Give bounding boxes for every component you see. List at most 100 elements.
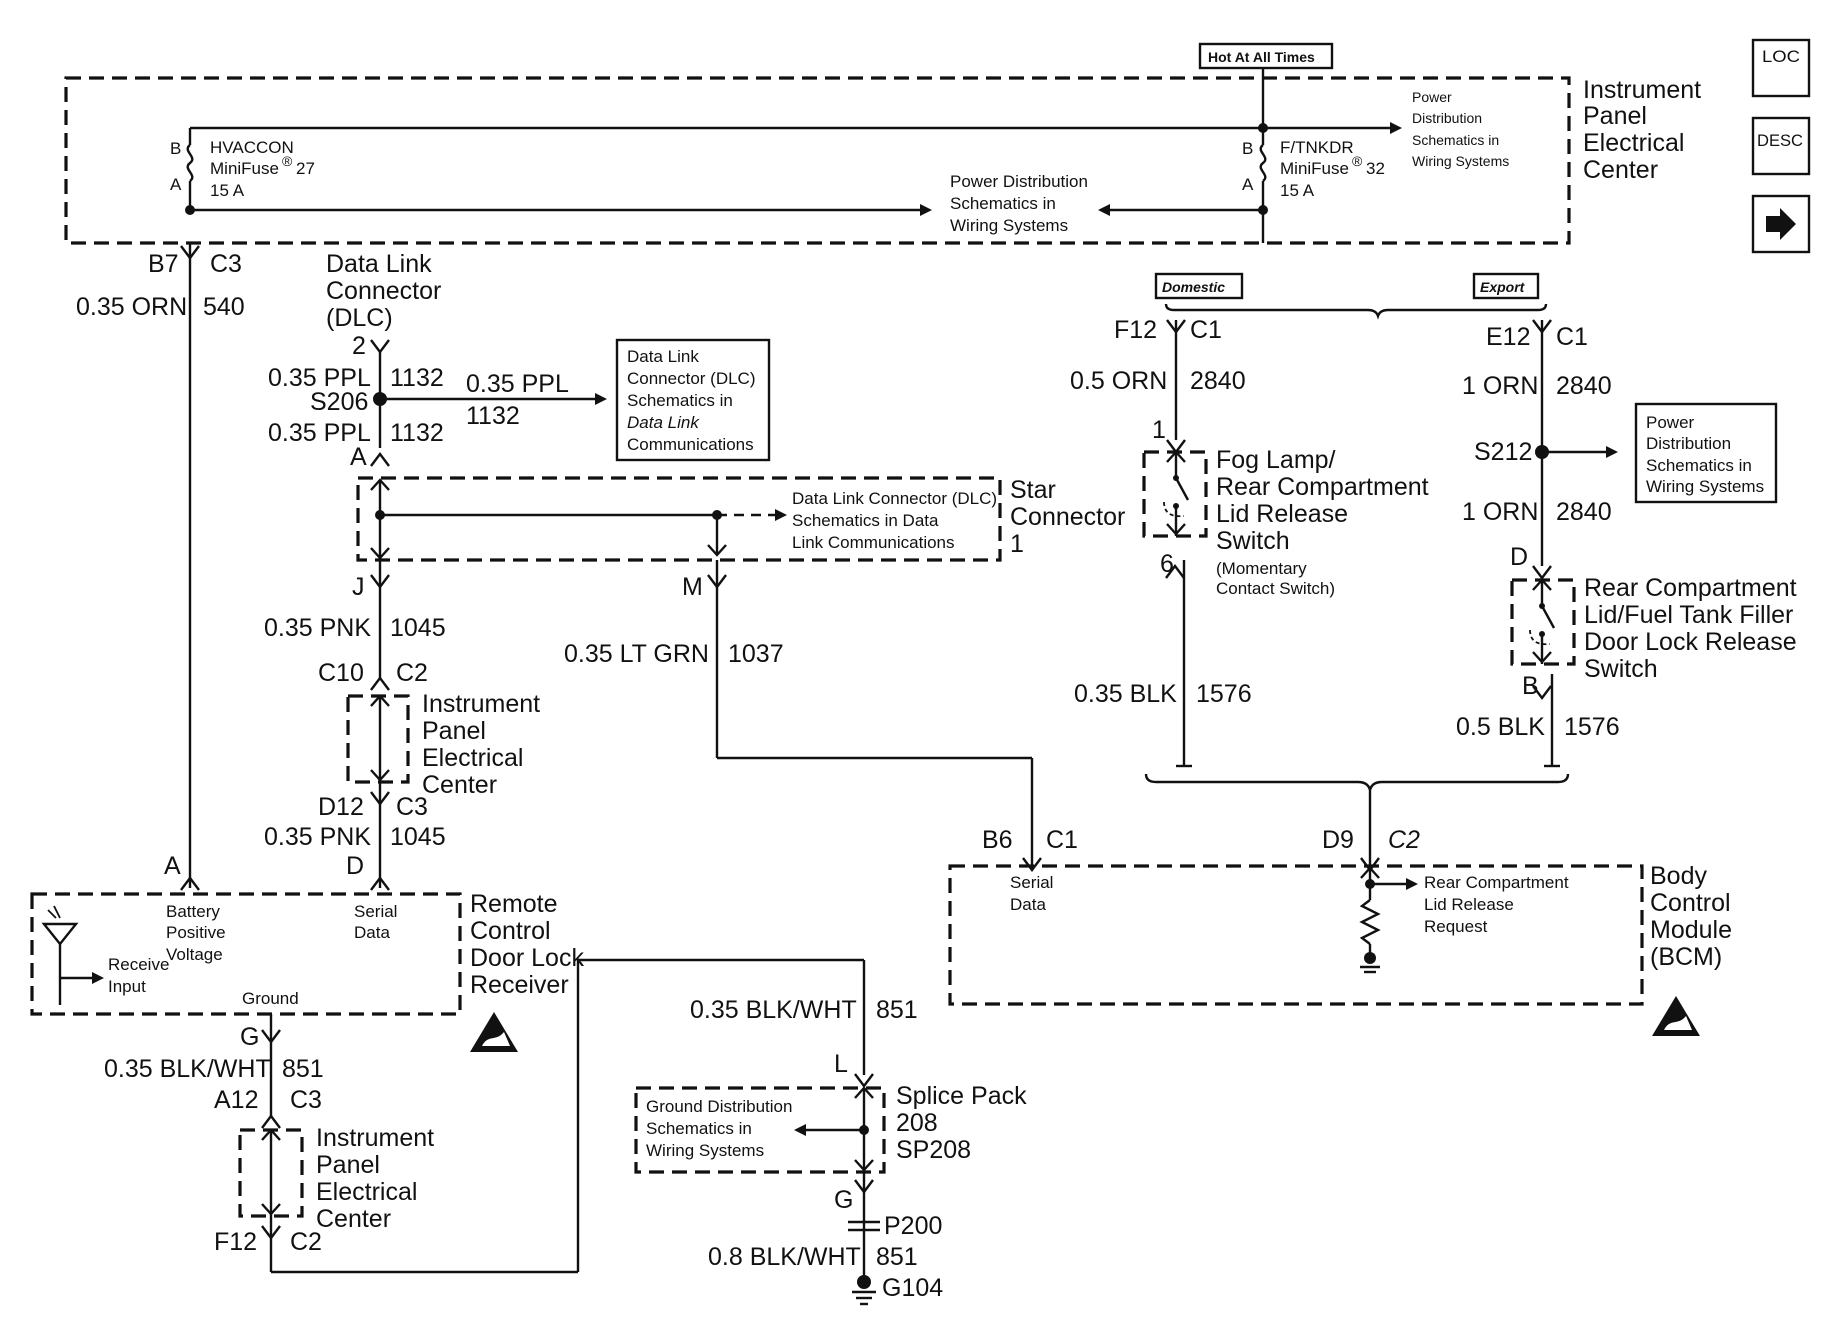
svg-text:32: 32 (1366, 159, 1385, 178)
svg-text:0.35 ORN: 0.35 ORN (76, 293, 187, 321)
svg-text:A: A (164, 852, 181, 880)
next-button[interactable] (1751, 194, 1811, 254)
svg-text:F12: F12 (214, 1228, 257, 1256)
desc-label: DESC (1757, 131, 1803, 150)
svg-text:Schematics in: Schematics in (646, 1119, 752, 1138)
svg-text:Center: Center (422, 771, 497, 799)
svg-text:15 A: 15 A (1280, 181, 1315, 200)
svg-text:Switch: Switch (1216, 527, 1290, 555)
export-box (1472, 272, 1540, 300)
svg-text:Control: Control (1650, 889, 1731, 917)
ipec-mid-title: Instrument Panel Electrical Center (422, 690, 540, 799)
dlc-title: Data Link Connector (DLC) (326, 250, 441, 332)
svg-text:1045: 1045 (390, 614, 446, 642)
svg-text:0.35 LT GRN: 0.35 LT GRN (564, 640, 709, 668)
svg-text:B: B (1522, 672, 1539, 700)
svg-text:Panel: Panel (422, 717, 486, 745)
svg-text:A12: A12 (214, 1086, 258, 1114)
svg-text:C3: C3 (396, 793, 428, 821)
loc-button[interactable]: LOC (1751, 38, 1811, 98)
svg-text:Power: Power (1412, 89, 1452, 105)
svg-text:Link Communications: Link Communications (792, 533, 955, 552)
receive-input-label: Receive Input (108, 955, 169, 996)
svg-text:Star: Star (1010, 476, 1056, 504)
svg-text:G: G (834, 1186, 853, 1214)
svg-text:B: B (1242, 139, 1253, 158)
svg-text:F12: F12 (1114, 316, 1157, 344)
desc-button[interactable]: DESC (1751, 116, 1811, 176)
svg-text:Input: Input (108, 977, 146, 996)
star-ref: Data Link Connector (DLC) Schematics in … (792, 489, 997, 552)
svg-text:L: L (834, 1050, 848, 1078)
pd-ref-top: Power Distribution Schematics in Wiring … (1412, 89, 1509, 169)
remote-receiver-box (30, 892, 462, 1016)
splice-pack-box (634, 1086, 886, 1174)
svg-text:Splice Pack: Splice Pack (896, 1082, 1027, 1110)
svg-text:Data Link: Data Link (627, 347, 699, 366)
svg-text:C1: C1 (1046, 826, 1078, 854)
svg-text:Receiver: Receiver (470, 971, 569, 999)
svg-text:1132: 1132 (466, 402, 520, 430)
svg-text:Instrument: Instrument (422, 690, 540, 718)
svg-text:1: 1 (1010, 530, 1024, 558)
svg-text:1 ORN: 1 ORN (1462, 372, 1538, 400)
svg-text:1: 1 (1152, 416, 1166, 444)
ground-g104-icon (852, 1275, 876, 1306)
dlc-ref: Data Link Connector (DLC) Schematics in … (627, 347, 756, 454)
svg-text:0.35 PPL: 0.35 PPL (268, 419, 371, 447)
svg-text:SP208: SP208 (896, 1136, 971, 1164)
bcm-request-label: Rear Compartment Lid Release Request (1424, 873, 1569, 936)
svg-text:G104: G104 (882, 1274, 943, 1302)
svg-text:Panel: Panel (316, 1151, 380, 1179)
svg-text:1576: 1576 (1564, 713, 1620, 741)
svg-text:Control: Control (470, 917, 551, 945)
svg-text:Door Lock: Door Lock (470, 944, 584, 972)
svg-text:851: 851 (876, 996, 918, 1024)
svg-text:0.35 PPL: 0.35 PPL (466, 370, 569, 398)
svg-text:Electrical: Electrical (422, 744, 523, 772)
svg-text:0.35 BLK: 0.35 BLK (1074, 680, 1177, 708)
svg-text:2840: 2840 (1556, 498, 1612, 526)
star-connector-box (356, 476, 1002, 562)
fog-lamp-switch-note: (Momentary Contact Switch) (1216, 559, 1335, 598)
svg-text:15 A: 15 A (210, 181, 245, 200)
remote-receiver-title: Remote Control Door Lock Receiver (470, 890, 584, 999)
bcm-serial-label: Serial Data (1010, 873, 1053, 914)
svg-text:Ground Distribution: Ground Distribution (646, 1097, 792, 1116)
svg-text:Schematics in: Schematics in (1646, 456, 1752, 475)
svg-text:Connector (DLC): Connector (DLC) (627, 369, 756, 388)
ipec-top-title: Instrument Panel Electrical Center (1583, 76, 1701, 184)
svg-text:P200: P200 (884, 1212, 942, 1240)
svg-text:Domestic: Domestic (1162, 279, 1225, 295)
svg-text:C2: C2 (1388, 826, 1420, 854)
svg-text:Module: Module (1650, 916, 1732, 944)
svg-text:Instrument: Instrument (316, 1124, 434, 1152)
svg-text:27: 27 (296, 159, 315, 178)
fog-lamp-switch-title: Fog Lamp/ Rear Compartment Lid Release S… (1216, 446, 1429, 555)
svg-text:Connector: Connector (326, 277, 441, 305)
svg-text:G: G (240, 1023, 259, 1051)
svg-text:F/TNKDR: F/TNKDR (1280, 138, 1354, 157)
resistor-icon (1359, 899, 1381, 956)
pd-ref-mid: Power Distribution Schematics in Wiring … (950, 172, 1088, 235)
svg-text:S212: S212 (1474, 438, 1532, 466)
svg-text:Electrical: Electrical (1583, 129, 1684, 157)
pd-ref-right-box (1634, 402, 1778, 504)
arrow-right-icon (1766, 208, 1796, 240)
svg-text:208: 208 (896, 1109, 938, 1137)
svg-text:J: J (352, 573, 365, 601)
svg-text:Data: Data (354, 923, 390, 942)
svg-text:D: D (346, 852, 364, 880)
svg-text:1045: 1045 (390, 823, 446, 851)
svg-text:C1: C1 (1556, 323, 1588, 351)
svg-text:Wiring Systems: Wiring Systems (1646, 477, 1764, 496)
ipec-top-box (64, 76, 1571, 245)
svg-text:Schematics in Data: Schematics in Data (792, 511, 939, 530)
svg-text:851: 851 (876, 1243, 918, 1271)
svg-text:Power: Power (1646, 413, 1695, 432)
svg-text:Serial: Serial (354, 902, 397, 921)
svg-text:Data: Data (1010, 895, 1046, 914)
svg-text:Wiring Systems: Wiring Systems (646, 1141, 764, 1160)
hot-at-all-times-label: Hot At All Times (1208, 49, 1315, 65)
